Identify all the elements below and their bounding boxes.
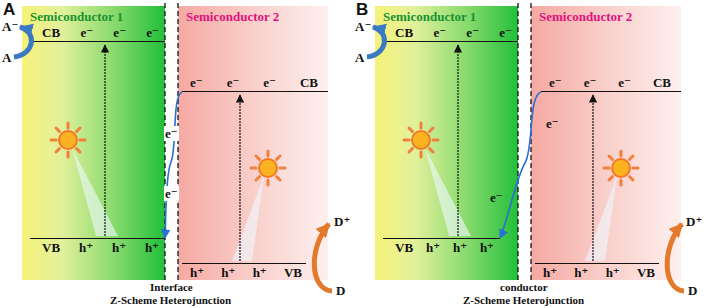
band-label: e⁻ [146,25,159,40]
oxidation-arrow [314,224,332,291]
electron-transfer-arrow [500,92,541,238]
conductor-line [517,3,518,280]
conductor-line [530,3,531,280]
band-label: e⁻ [499,25,512,40]
region-heading: Semiconductor 2 [539,9,673,24]
species-label: D [336,283,345,298]
species-label: A⁻ [355,19,371,34]
valence-band: h⁺ h⁺ h⁺ VB [535,263,659,280]
sun-icon [604,151,638,185]
band-label: h⁺ [480,240,494,255]
band-label: h⁺ [112,240,126,255]
junction-caption: Z-Scheme Heterojunction [463,294,584,307]
valence-band: h⁺ h⁺ h⁺ VB [182,263,306,280]
semiconductor-region: Semiconductor 2 e⁻ e⁻ e⁻ CB h⁺ h⁺ h⁺ VB [531,6,681,280]
light-beam [232,176,264,261]
band-label: VB [42,240,60,255]
panel-letter: A [3,0,15,19]
band-label: h⁺ [190,265,204,280]
semiconductor-region: Semiconductor 1CB e⁻ e⁻ e⁻ VB h⁺ h⁺ h⁺ [375,6,518,280]
band-label: h⁺ [543,265,557,280]
region-heading: Semiconductor 1 [383,9,510,24]
band-label: e⁻ [80,25,93,40]
band-label: VB [284,265,302,280]
band-label: e⁻ [433,25,446,40]
valence-band: VB h⁺ h⁺ h⁺ [30,238,165,255]
semiconductor-region: Semiconductor 2 e⁻ e⁻ e⁻ CB h⁺ h⁺ h⁺ VB [178,6,328,280]
species-label: D⁺ [686,214,702,229]
sun-icon [404,123,438,157]
band-label: h⁺ [221,265,235,280]
excitation-arrow [104,45,105,236]
electron-transfer-arrow [165,92,182,238]
panel-letter: B [356,0,368,19]
conduction-band: CB e⁻ e⁻ e⁻ [383,25,518,42]
band-label: h⁺ [426,240,440,255]
electron-label: e⁻ [546,116,559,131]
excitation-arrow [457,45,458,236]
conduction-band: CB e⁻ e⁻ e⁻ [30,25,165,42]
semiconductor-region: Semiconductor 1CB e⁻ e⁻ e⁻ VB h⁺ h⁺ h⁺ [22,6,165,280]
conduction-band: e⁻ e⁻ e⁻ CB [182,75,328,92]
species-label: A⁻ [2,19,18,34]
band-label: e⁻ [618,75,631,90]
junction-caption: Interface [150,281,193,294]
band-label: VB [637,265,655,280]
band-label: CB [42,25,60,40]
electron-label: e⁻ [490,190,503,205]
interface-line [164,3,165,280]
band-label: h⁺ [574,265,588,280]
electron-label: e⁻ [164,126,179,141]
band-label: e⁻ [549,75,562,90]
excitation-arrow [239,95,240,261]
band-label: e⁻ [190,75,203,90]
band-label: h⁺ [253,265,267,280]
band-label: e⁻ [227,75,240,90]
light-beam [425,148,471,236]
junction-caption: Z-Scheme Heterojunction [110,294,231,307]
junction-caption: conductor [500,281,548,294]
sun-icon [251,151,285,185]
band-label: CB [653,75,671,90]
band-label: CB [300,75,318,90]
valence-band: VB h⁺ h⁺ h⁺ [383,238,500,255]
oxidation-arrow [667,224,684,291]
interface-line [177,3,178,280]
species-label: A [2,50,11,65]
band-label: VB [395,240,413,255]
region-heading: Semiconductor 2 [186,9,320,24]
species-label: D [688,283,697,298]
light-beam [72,148,118,236]
region-heading: Semiconductor 1 [30,9,157,24]
sun-icon [51,123,85,157]
species-label: D⁺ [334,214,350,229]
light-beam [585,176,617,261]
band-label: h⁺ [145,240,159,255]
band-label: e⁻ [584,75,597,90]
excitation-arrow [592,95,593,261]
band-label: e⁻ [263,75,276,90]
conduction-band: e⁻ e⁻ e⁻ CB [541,75,681,92]
species-label: A [355,50,364,65]
band-label: e⁻ [113,25,126,40]
band-label: h⁺ [453,240,467,255]
band-label: e⁻ [466,25,479,40]
band-label: h⁺ [606,265,620,280]
band-label: h⁺ [79,240,93,255]
band-label: CB [395,25,413,40]
electron-label: e⁻ [164,186,179,201]
